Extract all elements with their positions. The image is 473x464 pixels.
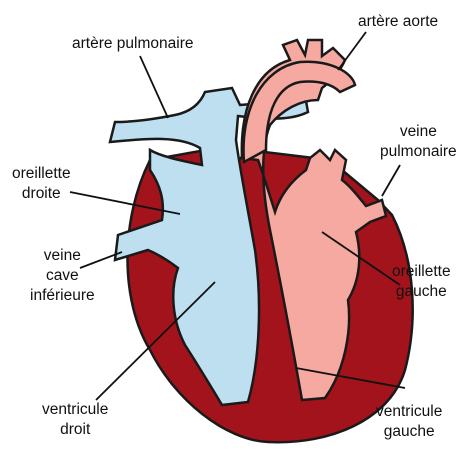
label-ventricule-gauche: ventricule gauche (376, 402, 442, 442)
label-artere-aorte: artère aorte (358, 12, 438, 32)
label-artere-pulmonaire: artère pulmonaire (72, 34, 193, 54)
label-oreillette-gauche: oreillette gauche (392, 262, 451, 302)
label-veine-pulmonaire: veine pulmonaire (380, 122, 457, 162)
leader-artere-pulmonaire (140, 56, 168, 118)
leader-veine-pulmonaire (382, 165, 400, 196)
label-ventricule-droit: ventricule droit (42, 400, 108, 440)
label-oreillette-droite: oreillette droite (12, 164, 71, 204)
label-veine-cave-inferieure: veine cave inférieure (30, 246, 95, 306)
leader-artere-aorte (338, 32, 366, 70)
